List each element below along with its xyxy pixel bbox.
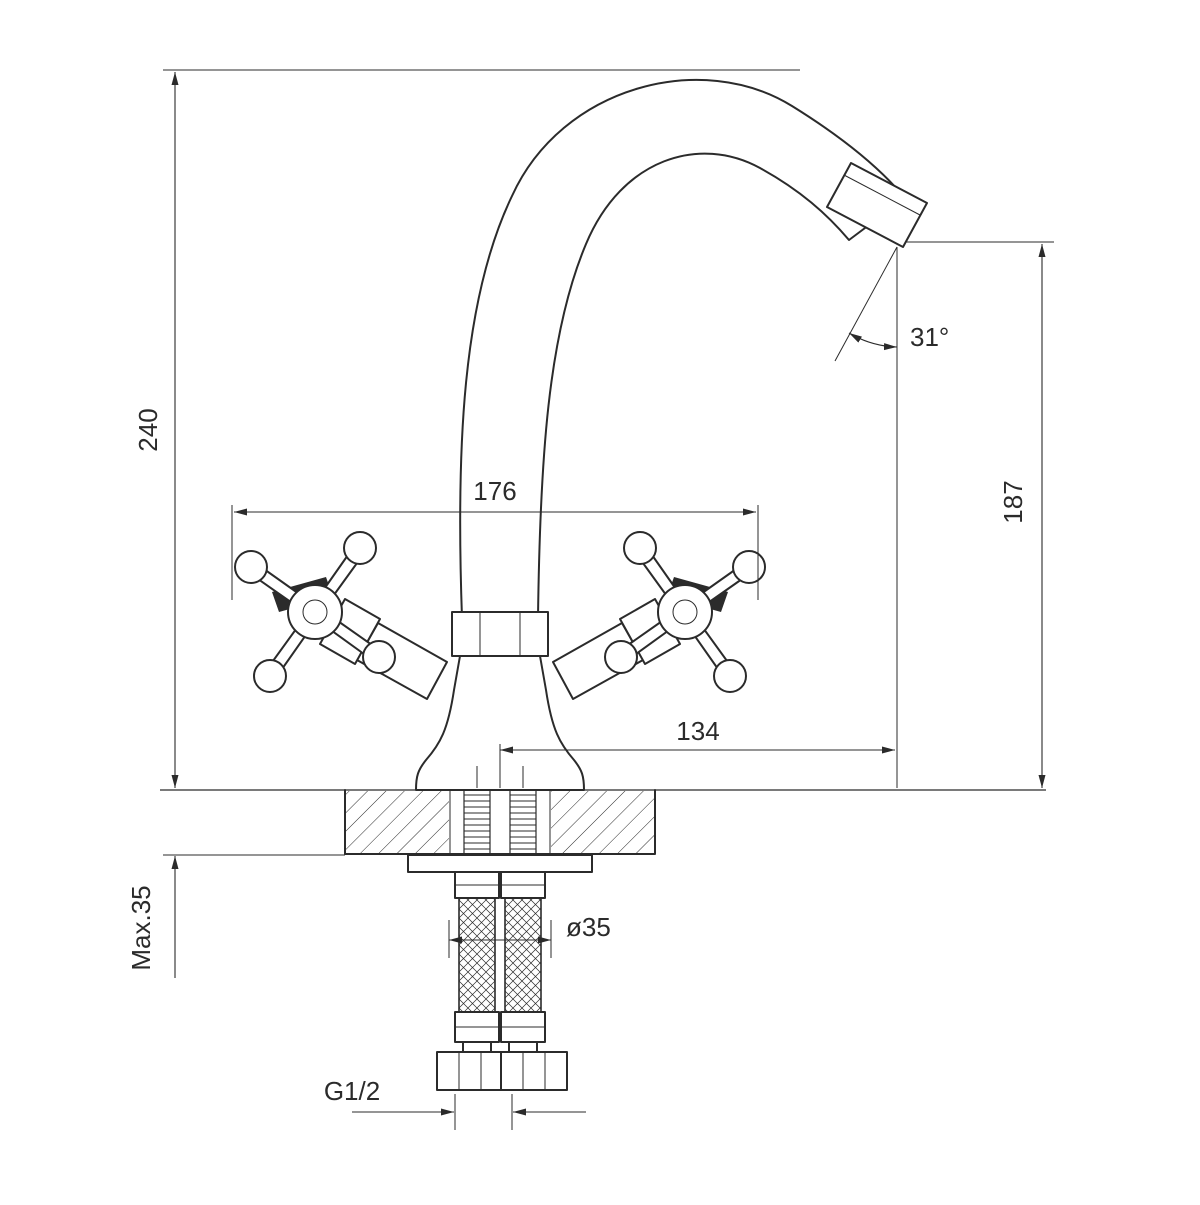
dim-overall-height-label: 240 (133, 408, 163, 451)
left-handle-arm-tip (234, 550, 268, 584)
connection-nut-left (436, 1051, 504, 1091)
countertop (160, 789, 1046, 855)
connection-nut-right (500, 1051, 568, 1091)
dim-hole-diameter: ø35 (448, 909, 614, 958)
dim-hole-diameter-label: ø35 (566, 912, 611, 942)
threaded-stud-left (463, 788, 491, 856)
right-handle-arm-tip (604, 640, 638, 674)
body-base (415, 655, 585, 791)
dim-overall-height: 240 (130, 69, 800, 788)
left-handle-arm-tip (362, 640, 396, 674)
mounting-flange (407, 854, 593, 873)
left-handle-screw-cap (302, 599, 328, 625)
threaded-stud-right (509, 788, 537, 856)
dim-connection-thread: G1/2 (320, 1073, 586, 1130)
braided-hose-right (504, 897, 542, 1013)
dim-outlet-angle-label: 31° (910, 322, 949, 352)
dim-max-deck-thickness-label: Max.35 (126, 885, 156, 970)
mounting-hardware (407, 788, 593, 899)
left-handle (234, 531, 396, 693)
dim-outlet-angle: 31° (834, 246, 953, 788)
supply-hoses (436, 897, 568, 1091)
counter-hatch-left (346, 791, 449, 853)
dim-handle-span: 176 (231, 473, 759, 600)
dim-outlet-height: 187 (905, 241, 1054, 788)
spout-retaining-nut (451, 611, 549, 657)
right-handle-arm-tip (623, 531, 657, 565)
aerator-ring-line (843, 174, 921, 216)
hose-neck-left (462, 1041, 492, 1053)
left-handle-arm-tip (253, 659, 287, 693)
dim-handle-span-label: 176 (473, 476, 516, 506)
braided-hose-left (458, 897, 496, 1013)
right-handle-screw-cap (672, 599, 698, 625)
dim-outlet-height-label: 187 (998, 480, 1028, 523)
right-handle (604, 531, 766, 693)
right-handle-hub (657, 584, 713, 640)
dim-connection-thread-label: G1/2 (324, 1076, 380, 1106)
dim-spout-reach: 134 (500, 713, 895, 754)
dim-spout-reach-label: 134 (676, 716, 719, 746)
right-handle-arm-tip (732, 550, 766, 584)
counter-hatch-right (551, 791, 654, 853)
aerator (826, 162, 928, 248)
dim-max-deck-thickness: Max.35 (123, 854, 345, 978)
hose-neck-right (508, 1041, 538, 1053)
spout-tube (459, 78, 906, 619)
left-handle-hub (287, 584, 343, 640)
right-handle-arm-tip (713, 659, 747, 693)
spout (459, 78, 928, 619)
left-handle-arm-tip (343, 531, 377, 565)
